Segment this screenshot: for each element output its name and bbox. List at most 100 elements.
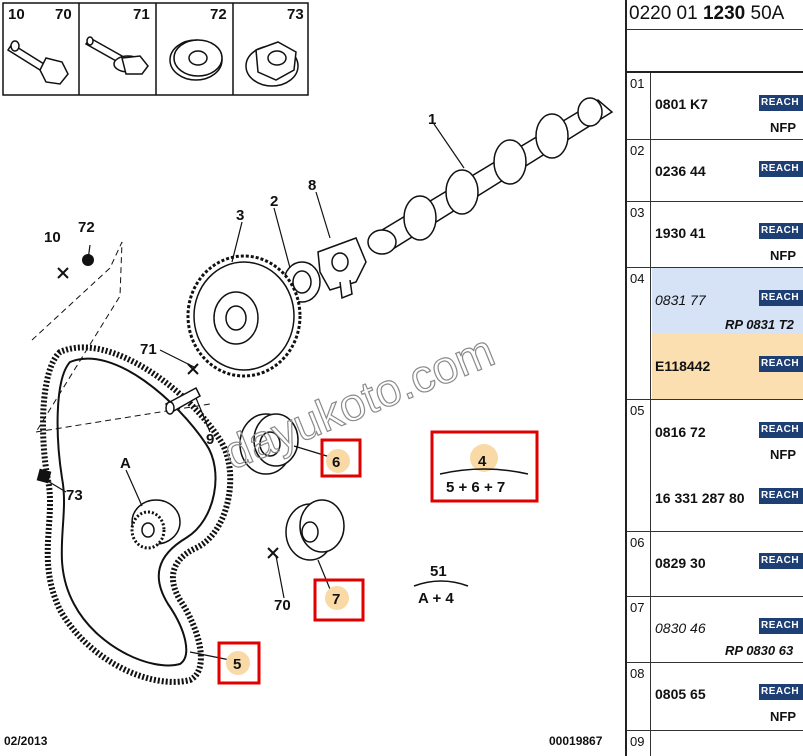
row-number: 05 <box>627 400 651 531</box>
callout-7: 7 <box>332 591 340 608</box>
stud <box>164 386 201 415</box>
callout-6: 6 <box>332 454 340 471</box>
flange-bolt-icon <box>84 36 149 75</box>
reach-badge: REACH <box>759 422 803 438</box>
cam-sprocket <box>186 254 302 378</box>
row-number: 01 <box>627 73 651 139</box>
part-number[interactable]: 0801 K7 <box>655 96 708 112</box>
reach-badge: REACH <box>759 553 803 569</box>
row-cell: 1930 41 REACH NFP <box>652 202 803 267</box>
row-note: NFP <box>770 248 796 263</box>
bolt-icon <box>6 40 69 85</box>
parts-row-02[interactable]: 02 0236 44 REACH <box>627 140 803 202</box>
title-divider <box>627 29 803 30</box>
callout-9: 9 <box>206 431 214 448</box>
parts-row-03[interactable]: 03 1930 41 REACH NFP <box>627 202 803 268</box>
row-note: RP 0830 63 <box>725 643 794 658</box>
timing-belt <box>40 344 234 685</box>
callout-8: 8 <box>308 177 316 194</box>
row-cell-superseded: 0831 77 REACH RP 0831 T2 <box>652 268 803 334</box>
row-cell: 0830 46 REACH RP 0830 63 <box>652 597 803 662</box>
part-number[interactable]: 0805 65 <box>655 686 706 702</box>
callout-box-5 <box>217 641 261 685</box>
callout-2: 2 <box>270 193 278 210</box>
footer-code: 00019867 <box>549 734 603 748</box>
crank-sprocket <box>130 499 181 550</box>
row-number: 07 <box>627 597 651 662</box>
footer-date: 02/2013 <box>4 734 48 748</box>
callout-71: 71 <box>140 341 157 358</box>
part-number-2[interactable]: E118442 <box>655 358 711 374</box>
callout-70: 70 <box>274 597 291 614</box>
reach-badge: REACH <box>759 161 803 177</box>
washer-icon <box>169 39 223 81</box>
bracket <box>317 237 367 300</box>
reach-badge: REACH <box>759 95 803 111</box>
callout-A: A <box>120 455 131 472</box>
kit2-brace <box>413 580 469 587</box>
callout-highlights <box>226 444 498 675</box>
parts-row-05[interactable]: 05 0816 72 REACH NFP 16 331 287 80 REACH <box>627 400 803 532</box>
callout-1: 1 <box>428 111 436 128</box>
reach-badge-2: REACH <box>759 488 803 504</box>
parts-row-01[interactable]: 01 0801 K7 REACH NFP <box>627 73 803 140</box>
ref-suffix: 50A <box>745 3 785 24</box>
kit2-number: 51 <box>430 563 447 580</box>
hw-label-10: 10 <box>8 6 25 23</box>
callout-box-6 <box>320 438 362 478</box>
row-number: 09 <box>627 731 651 756</box>
reach-badge: REACH <box>759 223 803 239</box>
reach-badge: REACH <box>759 290 803 306</box>
row-note: RP 0831 T2 <box>725 317 794 332</box>
part-number[interactable]: 0830 46 <box>655 620 706 636</box>
exploded-parts-diagram: 10 70 71 72 73 <box>2 2 614 748</box>
reach-badge-2: REACH <box>759 356 803 372</box>
row-cell: 0829 30 REACH <box>652 532 803 596</box>
part-number[interactable]: 0829 30 <box>655 555 706 571</box>
diagram-canvas: 10 70 71 72 73 <box>2 2 614 685</box>
part-number-2[interactable]: 16 331 287 80 <box>655 490 745 506</box>
header-divider <box>627 71 803 73</box>
parts-row-08[interactable]: 08 0805 65 REACH NFP <box>627 663 803 731</box>
ref-bold: 1230 <box>702 3 746 24</box>
row-note: NFP <box>770 709 796 724</box>
kit-formula-box <box>430 430 539 503</box>
part-number[interactable]: 1930 41 <box>655 225 706 241</box>
hw-label-71: 71 <box>133 6 150 23</box>
callout-box-7 <box>313 578 365 622</box>
idler-roller <box>285 499 345 561</box>
reach-badge: REACH <box>759 618 803 634</box>
flange-nut-icon <box>245 41 299 87</box>
callout-5: 5 <box>233 656 241 673</box>
kit-number: 4 <box>478 453 487 470</box>
row-number: 08 <box>627 663 651 730</box>
parts-list-panel: 0220 01 1230 50A 01 0801 K7 REACH NFP 02… <box>625 0 803 756</box>
hw-label-72: 72 <box>210 6 227 23</box>
row-note: NFP <box>770 120 796 135</box>
callout-3: 3 <box>236 207 244 224</box>
part-number[interactable]: 0236 44 <box>655 163 706 179</box>
row-cell: 0805 65 REACH NFP <box>652 663 803 730</box>
camshaft <box>367 97 614 255</box>
row-number: 02 <box>627 140 651 201</box>
row-cell: 0236 44 REACH <box>652 140 803 201</box>
fastener-marks <box>36 254 279 559</box>
row-cell-current: E118442 REACH <box>652 334 803 399</box>
hw-label-73: 73 <box>287 6 304 23</box>
parts-row-07[interactable]: 07 0830 46 REACH RP 0830 63 <box>627 597 803 663</box>
part-number[interactable]: 0816 72 <box>655 424 706 440</box>
reference-title: 0220 01 1230 50A <box>629 3 784 25</box>
reach-badge: REACH <box>759 684 803 700</box>
parts-row-04[interactable]: 04 0831 77 REACH RP 0831 T2 E118442 REAC… <box>627 268 803 400</box>
hw-label-70: 70 <box>55 6 72 23</box>
parts-row-06[interactable]: 06 0829 30 REACH <box>627 532 803 597</box>
row-number: 04 <box>627 268 651 399</box>
kit-parts: 5 + 6 + 7 <box>446 479 505 496</box>
kit-brace <box>439 468 529 475</box>
hardware-strip <box>2 2 309 96</box>
callout-72: 72 <box>78 219 95 236</box>
tensioner-roller <box>239 413 299 475</box>
part-number[interactable]: 0831 77 <box>655 292 706 308</box>
callout-boxes <box>217 430 539 685</box>
parts-row-09[interactable]: 09 <box>627 731 803 756</box>
